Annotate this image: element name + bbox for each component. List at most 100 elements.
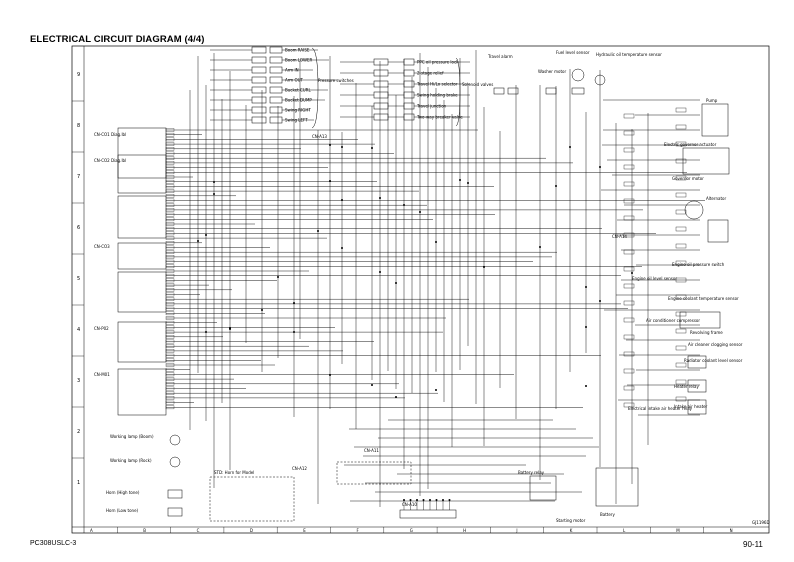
svg-text:Working lamp (Rock): Working lamp (Rock)	[110, 458, 152, 463]
solenoid-label: 2-stage relief	[417, 71, 444, 76]
wire-junction	[585, 286, 587, 288]
pressure-switch-connector	[251, 46, 267, 54]
column-label: A	[90, 528, 93, 533]
wire-junction	[371, 147, 373, 149]
connector-box	[623, 334, 635, 340]
wire-junction	[429, 499, 431, 501]
connector-box	[623, 130, 635, 136]
svg-text:CN-M01: CN-M01	[94, 372, 110, 377]
wire-junction	[467, 182, 469, 184]
controller-blocks	[117, 127, 167, 416]
pressure-switch-connector	[251, 66, 267, 74]
wire-junction	[341, 146, 343, 148]
wire-junction	[213, 181, 215, 183]
connector-box	[623, 385, 635, 391]
connector-box	[623, 181, 635, 187]
wire-junction	[585, 385, 587, 387]
wire-junction	[379, 197, 381, 199]
solenoid-coil	[403, 80, 415, 88]
row-label: 3	[77, 378, 80, 384]
connector-box	[623, 215, 635, 221]
connector-pin	[165, 269, 175, 273]
svg-text:Working lamp (Boom): Working lamp (Boom)	[110, 434, 154, 439]
solenoid-valves-label: Solenoid valves	[462, 82, 493, 87]
wire-junction	[403, 204, 405, 206]
pressure-switch-connector	[251, 96, 267, 104]
pressure-switch-body	[269, 86, 283, 94]
pressure-switch-label: Arm OUT	[285, 78, 304, 83]
svg-text:Washer motor: Washer motor	[538, 69, 567, 74]
right-component-labels: Pump Electric governor actuator Governor…	[628, 98, 743, 411]
wire-junction	[261, 309, 263, 311]
row-label: 4	[77, 327, 80, 333]
connector-box	[623, 351, 635, 357]
pressure-switch-connector	[251, 86, 267, 94]
connector-box	[675, 226, 687, 232]
connector-box	[623, 283, 635, 289]
svg-text:CN-A14: CN-A14	[612, 234, 627, 239]
solenoid-connector	[373, 69, 389, 77]
svg-text:Engine coolant temperature sen: Engine coolant temperature sensor	[668, 296, 739, 301]
connector-box	[675, 362, 687, 368]
svg-text:CN-CO3: CN-CO3	[94, 244, 110, 249]
pressure-switches-label: Pressure switches	[318, 78, 354, 83]
solenoid-connector	[373, 113, 389, 121]
svg-text:Governor motor: Governor motor	[672, 176, 704, 181]
svg-text:STD: Horn for Model: STD: Horn for Model	[214, 470, 254, 475]
wire-junction	[599, 166, 601, 168]
connector-box	[675, 158, 687, 164]
row-label: 7	[77, 174, 80, 180]
column-label: B	[143, 528, 146, 533]
wire-junction	[371, 384, 373, 386]
connector-pin	[165, 363, 175, 367]
components	[165, 107, 687, 510]
solenoid-label: Travel junction	[416, 104, 447, 109]
connector-labels: CN-A10 CN-A11 CN-A12 CN-A13 CN-A14	[292, 134, 627, 507]
column-label: F	[357, 528, 360, 533]
page-number: 90-11	[743, 540, 763, 549]
svg-text:CN-A13: CN-A13	[312, 134, 327, 139]
pressure-switch-body	[269, 56, 283, 64]
connector-box	[675, 311, 687, 317]
connector-box	[623, 368, 635, 374]
pressure-switch-label: Swing LEFT	[285, 118, 308, 123]
connector-box	[623, 249, 635, 255]
solenoid-connector	[373, 80, 389, 88]
svg-text:Electric governor actuator: Electric governor actuator	[664, 142, 717, 147]
pressure-switch-label: Swing RIGHT	[285, 108, 311, 113]
svg-text:CN-A12: CN-A12	[292, 466, 307, 471]
wire-junction	[329, 180, 331, 182]
right-components	[529, 103, 730, 507]
wire-junction	[329, 374, 331, 376]
svg-text:Fuel level sensor: Fuel level sensor	[556, 50, 590, 55]
left-components	[167, 434, 412, 522]
wire-junction	[631, 272, 633, 274]
row-label: 5	[77, 276, 80, 282]
connector-box	[623, 300, 635, 306]
column-label: H	[463, 528, 466, 533]
wire-junction	[329, 144, 331, 146]
diagram-frame	[71, 45, 770, 534]
pressure-switch-label: Bucket DUMP	[285, 98, 312, 103]
connector-box	[623, 232, 635, 238]
connector-box	[675, 209, 687, 215]
connector-box	[675, 141, 687, 147]
svg-text:Engine oil pressure switch: Engine oil pressure switch	[672, 262, 725, 267]
pressure-switch-connector	[251, 56, 267, 64]
wire-junction	[197, 240, 199, 242]
wire-junction	[555, 185, 557, 187]
wire-junction	[317, 230, 319, 232]
wire-junction	[459, 179, 461, 181]
connector-box	[675, 260, 687, 266]
svg-text:Horn (Low tone): Horn (Low tone)	[106, 508, 139, 513]
connector-box	[675, 277, 687, 283]
model-code: PC308USLC-3	[30, 540, 77, 547]
connector-box	[675, 345, 687, 351]
svg-text:Air cleaner clogging sensor: Air cleaner clogging sensor	[688, 342, 743, 347]
row-label: 6	[77, 225, 80, 231]
row-label: 9	[77, 72, 80, 78]
column-label: G	[410, 528, 413, 533]
